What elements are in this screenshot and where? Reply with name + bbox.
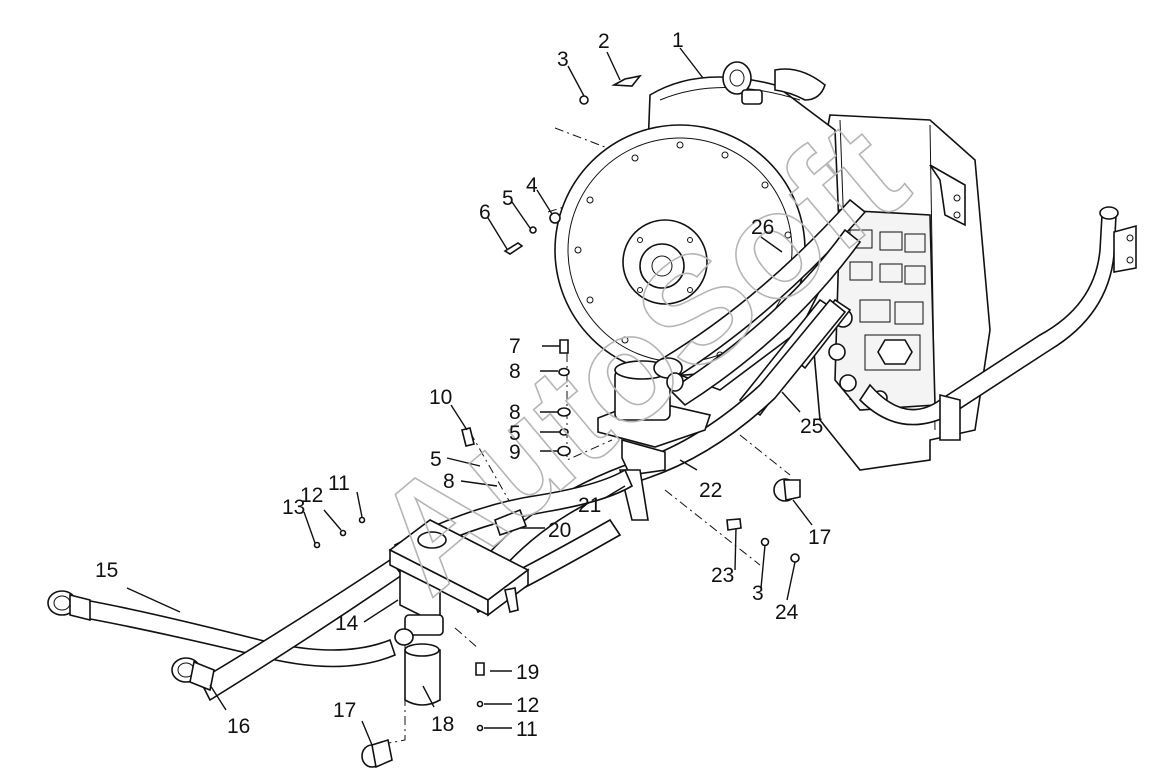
callout-5: 5 [509,422,521,445]
callout-24: 24 [775,601,799,624]
callout-20: 20 [548,519,571,542]
callout-12: 12 [300,484,323,507]
hardware [313,74,801,732]
callout-22: 22 [699,479,722,502]
callout-8: 8 [443,470,455,493]
filter-bracket [361,519,530,769]
callout-21: 21 [578,494,601,517]
drawing [47,47,1137,769]
callout-9: 9 [509,441,521,464]
callout-8: 8 [509,360,521,383]
callouts: 1 2 3 4 5 6 26 7 8 8 5 9 10 5 8 11 12 13… [95,29,831,741]
callout-15: 15 [95,559,118,582]
callout-13: 13 [282,496,305,519]
filter-head-upper [597,357,712,521]
callout-1: 1 [672,29,684,52]
callout-6: 6 [479,201,491,224]
callout-4: 4 [526,174,538,197]
callout-2: 2 [598,30,610,53]
callout-23: 23 [711,564,734,587]
callout-26: 26 [751,216,774,239]
callout-5: 5 [502,187,514,210]
callout-25: 25 [800,415,823,438]
callout-5: 5 [430,448,442,471]
callout-19: 19 [516,661,539,684]
callout-14: 14 [335,612,359,635]
callout-16: 16 [227,715,250,738]
callout-7: 7 [509,335,521,358]
callout-10: 10 [429,386,452,409]
callout-3: 3 [752,582,764,605]
callout-17: 17 [808,526,831,549]
leader-lines [126,47,813,746]
callout-3: 3 [557,48,569,71]
callout-18: 18 [431,713,454,736]
callout-8: 8 [509,401,521,424]
callout-12: 12 [516,694,539,717]
callout-11: 11 [516,718,538,741]
callout-11: 11 [328,472,350,495]
callout-17: 17 [333,699,356,722]
